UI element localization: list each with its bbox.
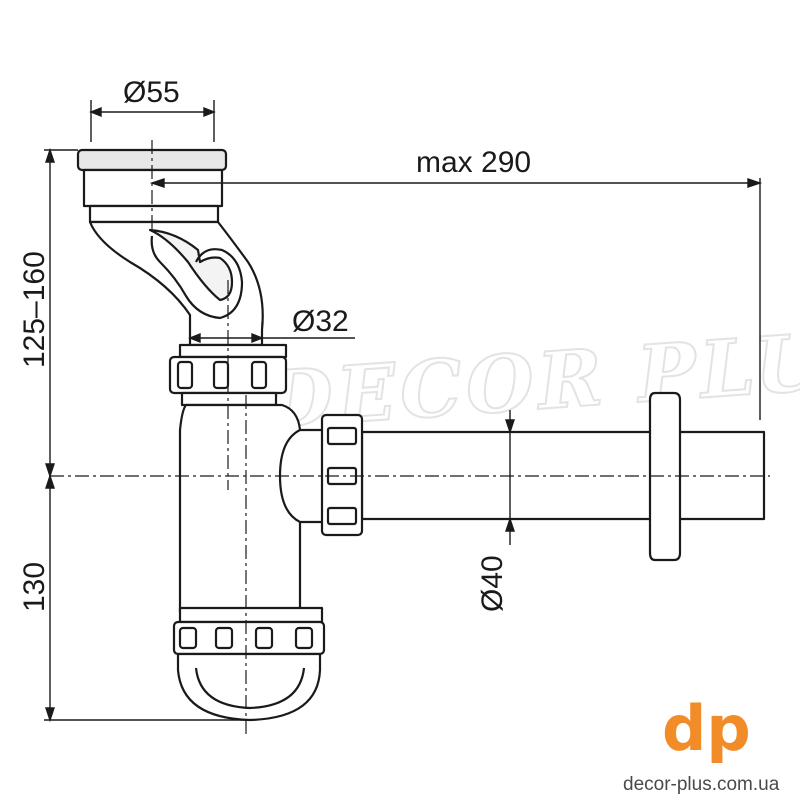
siphon-body: [178, 403, 328, 614]
dim-bottom-height: 130: [18, 562, 51, 612]
brand-logo: dp decor-plus.com.ua: [623, 692, 780, 795]
lower-nut: [172, 606, 326, 656]
dim-outlet-diameter: Ø40: [476, 555, 509, 612]
brand-url: decor-plus.com.ua: [623, 774, 780, 795]
dim-top-diameter: Ø55: [123, 76, 180, 109]
wall-flange: [648, 391, 682, 562]
side-nut: [320, 413, 364, 537]
dimension-lines: [44, 100, 763, 723]
dim-max-length: max 290: [416, 146, 531, 179]
center-lines: [50, 140, 770, 735]
offset-neck: [88, 220, 264, 347]
logo-mark: dp: [662, 692, 751, 765]
dim-inlet-diameter: Ø32: [292, 305, 349, 338]
dim-height-range: 125–160: [18, 251, 51, 368]
bottom-bowl: [176, 652, 322, 722]
